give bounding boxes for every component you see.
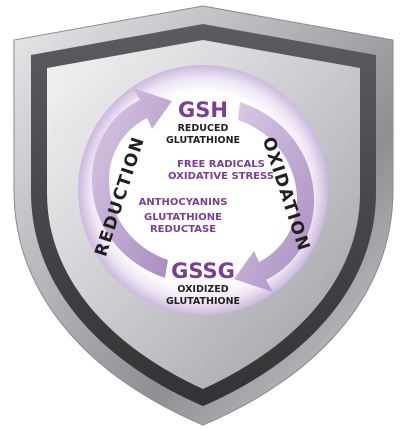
gssg-line2: GLUTATHIONE (166, 296, 240, 307)
oxidation-agent-2: OXIDATIVE STRESS (168, 171, 274, 182)
gssg-line1: OXIDIZED (177, 284, 228, 295)
gssg-abbrev: GSSG (171, 259, 235, 283)
gsh-abbrev: GSH (178, 98, 228, 122)
gsh-line2: GLUTATHIONE (166, 135, 240, 146)
reduction-agent-1: ANTHOCYANINS (139, 197, 228, 208)
gsh-line1: REDUCED (178, 123, 229, 134)
oxidation-agent-1: FREE RADICALS (177, 159, 265, 170)
reduction-agent-2: GLUTATHIONE (144, 212, 222, 223)
oxidation-arrow (234, 102, 314, 292)
reduction-agent-3: REDUCTASE (150, 224, 216, 235)
reduction-arrow (92, 88, 172, 278)
